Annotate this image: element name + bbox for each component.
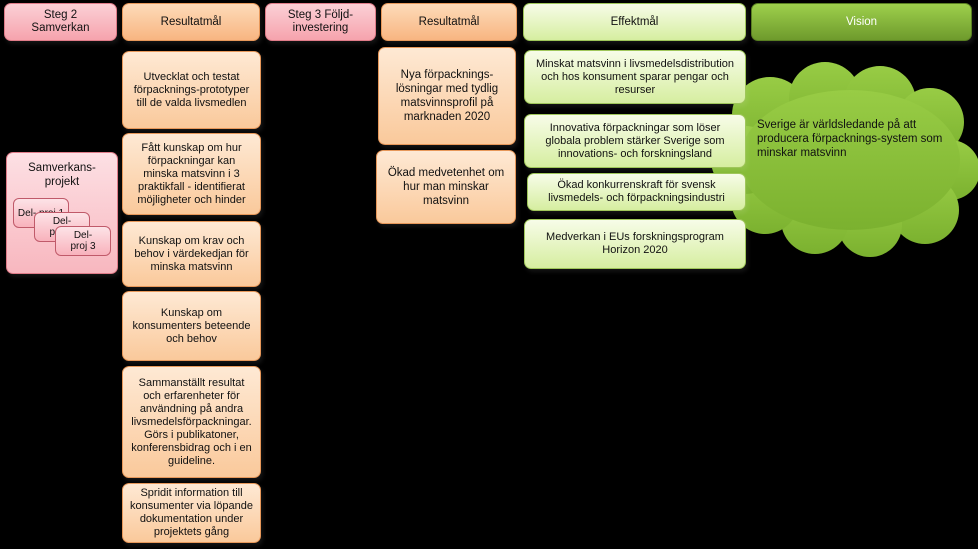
effektmal-item: Innovativa förpackningar som löser globa…	[524, 114, 746, 168]
delproj-3: Del- proj 3	[55, 226, 111, 256]
header-resultatmal-2: Resultatmål	[381, 3, 517, 41]
header-effektmal: Effektmål	[523, 3, 746, 41]
resultatmal2-item: Ökad medvetenhet om hur man minskar mats…	[376, 150, 516, 224]
effektmal-item: Minskat matsvinn i livsmedelsdistributio…	[524, 50, 746, 104]
header-vision: Vision	[751, 3, 972, 41]
header-steg2: Steg 2 Samverkan	[4, 3, 117, 41]
resultatmal2-item: Nya förpacknings-lösningar med tydlig ma…	[378, 47, 516, 145]
vision-text: Sverige är världsledande på att producer…	[757, 119, 943, 159]
resultatmal1-item: Kunskap om krav och behov i värdekedjan …	[122, 221, 261, 287]
resultatmal1-item: Spridit information till konsumenter via…	[122, 483, 261, 543]
header-steg3: Steg 3 Följd- investering	[265, 3, 376, 41]
header-resultatmal-1: Resultatmål	[122, 3, 260, 41]
effektmal-item: Medverkan i EUs forskningsprogram Horizo…	[524, 219, 746, 269]
resultatmal1-item: Fått kunskap om hur förpackningar kan mi…	[122, 133, 261, 215]
resultatmal1-item: Utvecklat och testat förpacknings-protot…	[122, 51, 261, 129]
resultatmal1-item: Kunskap om konsumenters beteende och beh…	[122, 291, 261, 361]
samverkans-projekt-title: Samverkans- projekt	[28, 162, 96, 188]
vision-cloud	[711, 62, 978, 257]
resultatmal1-item: Sammanställt resultat och erfarenheter f…	[122, 366, 261, 478]
effektmal-item: Ökad konkurrenskraft för svensk livsmede…	[527, 173, 746, 211]
